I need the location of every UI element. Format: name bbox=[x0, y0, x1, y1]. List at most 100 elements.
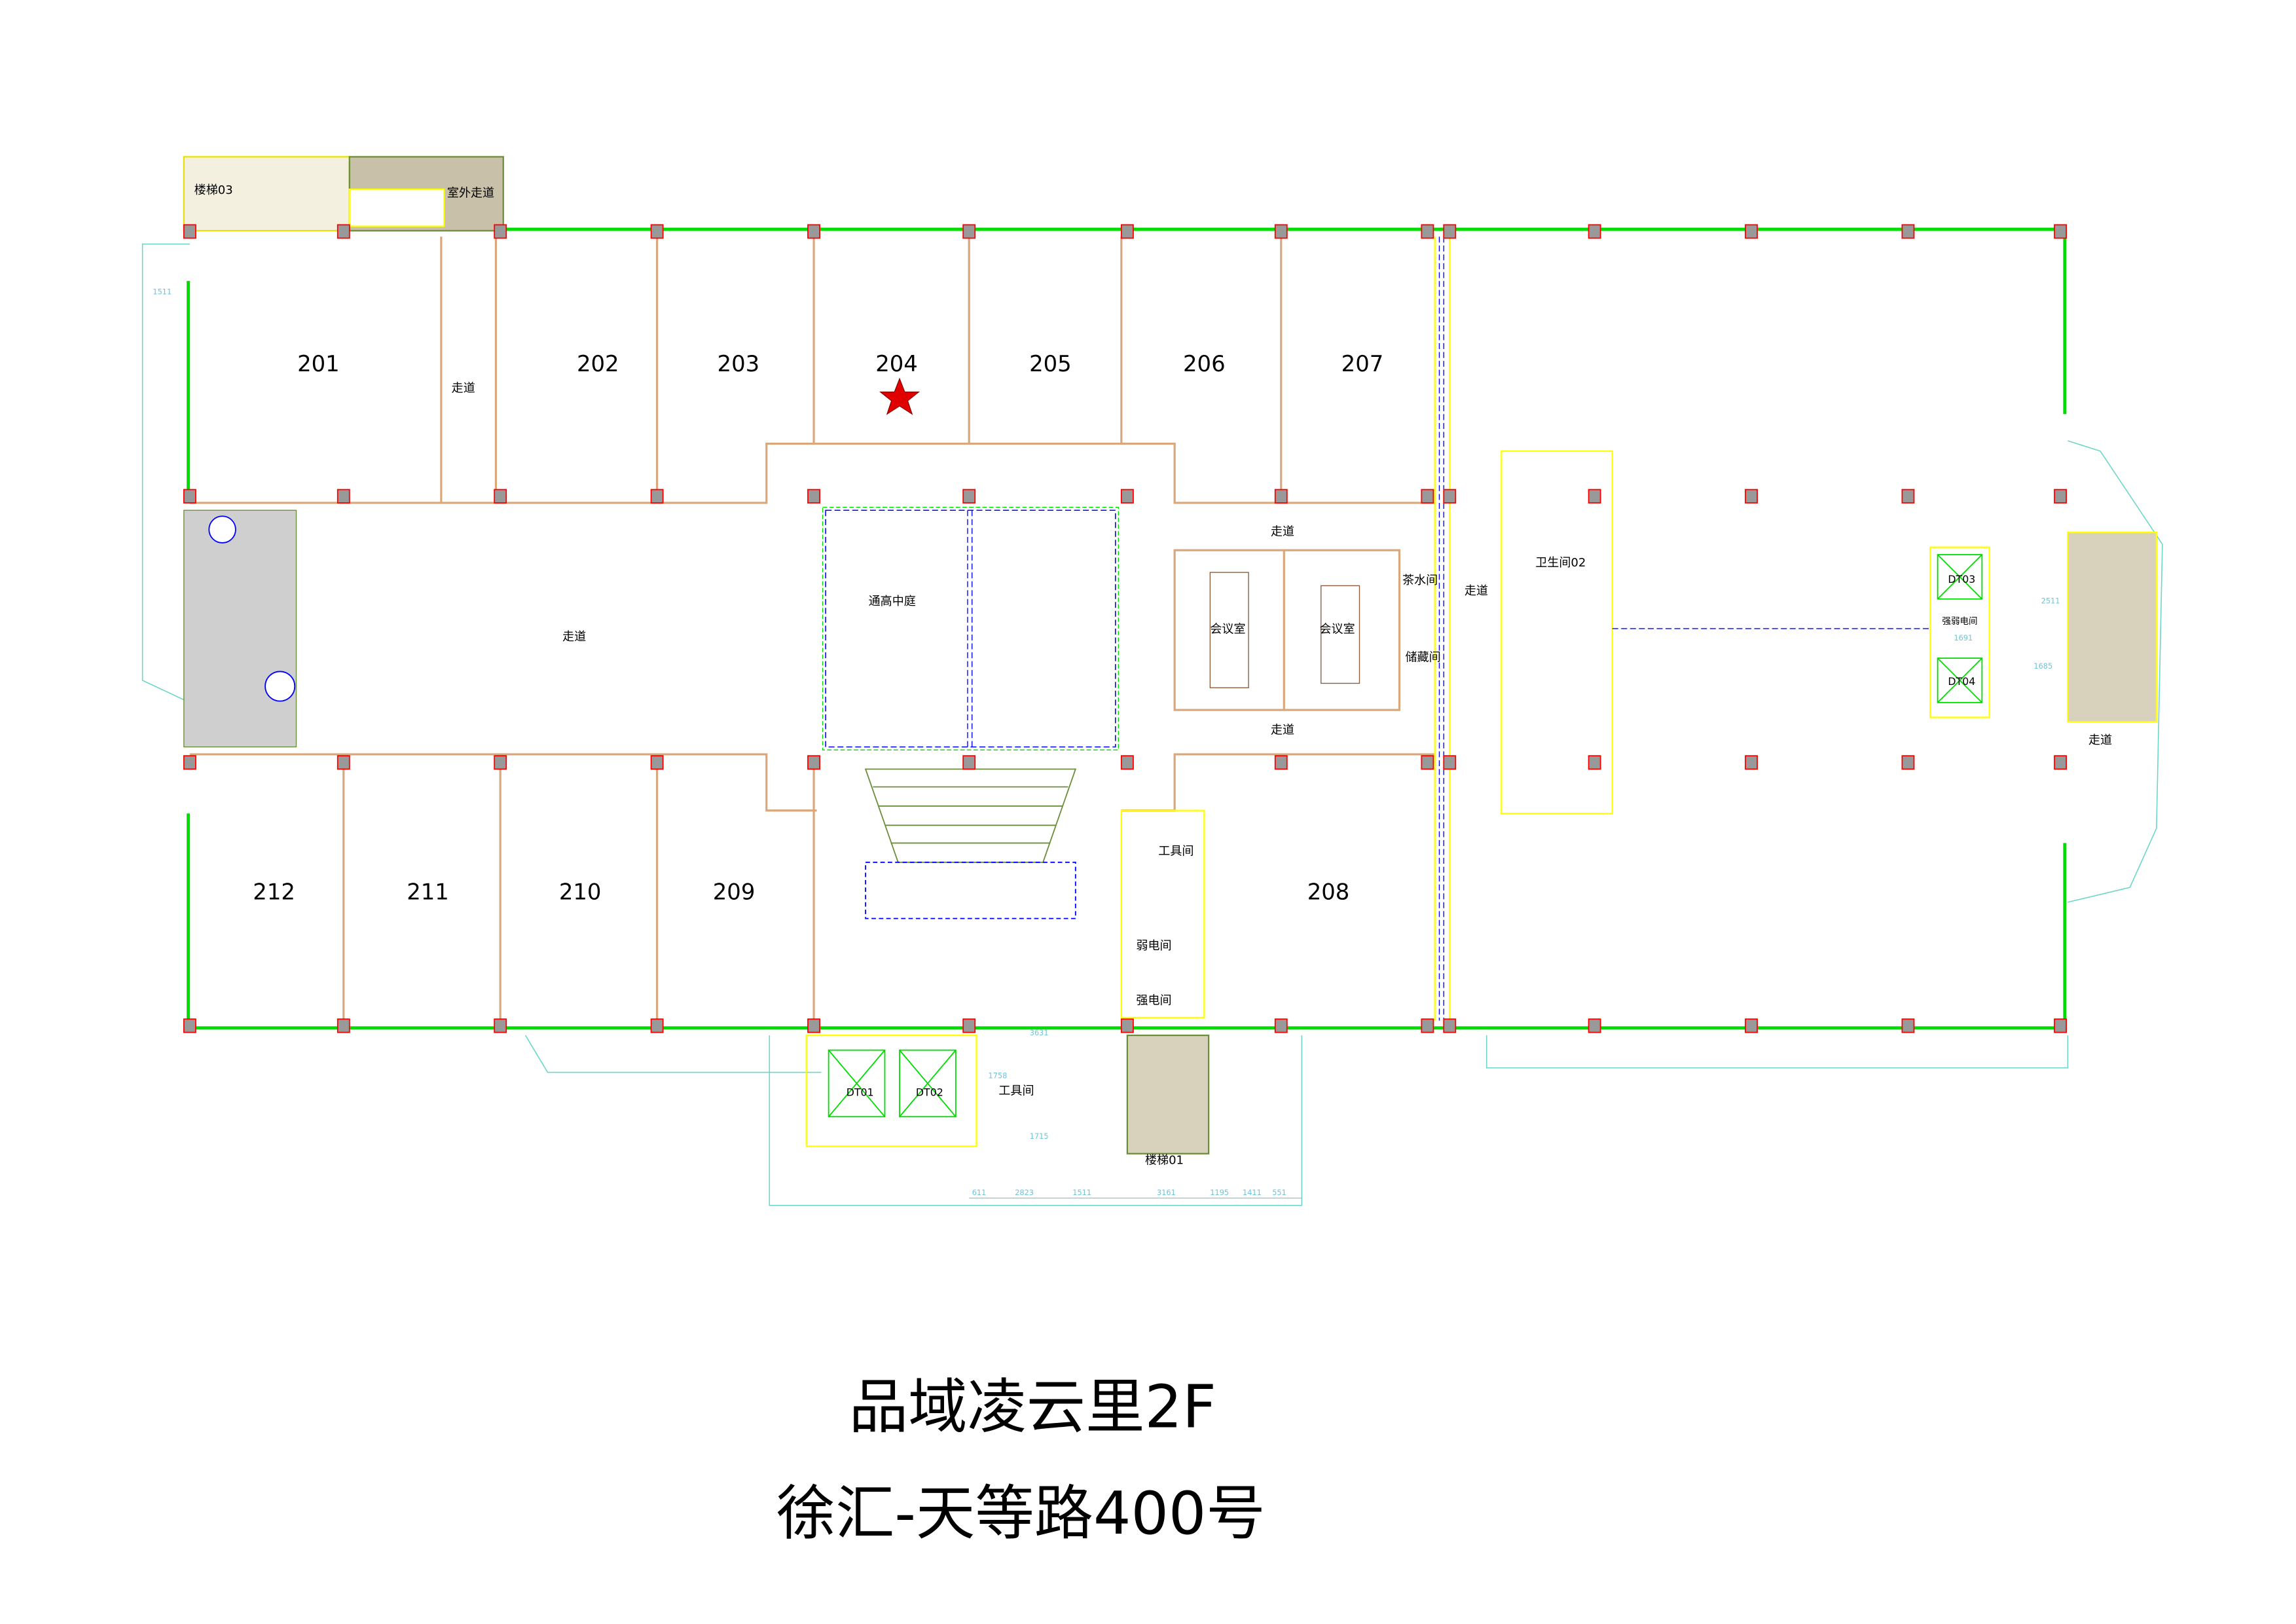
room-209[interactable]: 209 bbox=[713, 879, 756, 904]
structural-column bbox=[650, 224, 664, 239]
structural-column bbox=[1421, 489, 1434, 504]
structural-column bbox=[1421, 1018, 1434, 1033]
elevator-shafts bbox=[828, 554, 1983, 1118]
structural-column bbox=[494, 224, 507, 239]
dimension: 1758 bbox=[989, 1072, 1008, 1080]
structural-column bbox=[1421, 224, 1434, 239]
structural-column bbox=[337, 1018, 350, 1033]
room-204[interactable]: 204 bbox=[875, 351, 918, 377]
structural-column bbox=[650, 755, 664, 770]
label-outdoor-corridor: 室外走道 bbox=[447, 186, 494, 200]
label-corridor: 走道 bbox=[452, 382, 475, 396]
label-corridor: 走道 bbox=[1271, 723, 1294, 737]
dimension: 3161 bbox=[1157, 1189, 1176, 1197]
room-201[interactable]: 201 bbox=[297, 351, 340, 377]
label-meeting-room: 会议室 bbox=[1210, 623, 1245, 637]
structural-column bbox=[962, 489, 976, 504]
structural-column bbox=[1120, 755, 1134, 770]
structural-column bbox=[1588, 489, 1601, 504]
structural-column bbox=[1901, 224, 1915, 239]
dimension-labels: 1511 3161 1195 1411 551 2823 1511 611 17… bbox=[153, 287, 2060, 1199]
label-dt02: DT02 bbox=[916, 1086, 943, 1099]
structural-column bbox=[494, 1018, 507, 1033]
structural-column bbox=[2054, 489, 2068, 504]
structural-column bbox=[1274, 224, 1288, 239]
plan-title: 品域凌云里2F bbox=[849, 1373, 1216, 1442]
structural-column bbox=[1120, 1018, 1134, 1033]
room-labels: 201 202 203 204 205 206 207 208 209 210 … bbox=[253, 351, 1383, 904]
label-toilet02: 卫生间02 bbox=[1535, 556, 1586, 570]
structural-column bbox=[1120, 489, 1134, 504]
dimension: 1685 bbox=[2033, 662, 2052, 671]
label-atrium: 通高中庭 bbox=[869, 595, 916, 608]
stair-03 bbox=[183, 156, 504, 232]
structural-column bbox=[962, 1018, 976, 1033]
stairs-hatched bbox=[183, 509, 2158, 1154]
structural-column bbox=[1443, 1018, 1457, 1033]
dimension: 1511 bbox=[153, 287, 172, 296]
structural-column bbox=[337, 755, 350, 770]
dimension: 1511 bbox=[1072, 1189, 1091, 1197]
structural-column bbox=[1745, 224, 1758, 239]
structural-column bbox=[2054, 1018, 2068, 1033]
structural-column bbox=[1588, 755, 1601, 770]
structural-column bbox=[1443, 224, 1457, 239]
structural-column bbox=[494, 489, 507, 504]
structural-column bbox=[807, 489, 820, 504]
room-207[interactable]: 207 bbox=[1341, 351, 1384, 377]
structural-column bbox=[183, 755, 196, 770]
label-tea-room: 茶水间 bbox=[1402, 574, 1438, 587]
structural-column bbox=[183, 224, 196, 239]
structural-column bbox=[1745, 489, 1758, 504]
structural-column bbox=[1901, 1018, 1915, 1033]
room-203[interactable]: 203 bbox=[718, 351, 760, 377]
interior-walls bbox=[189, 236, 1435, 1028]
structural-column bbox=[1274, 489, 1288, 504]
corridor-center-walls bbox=[805, 236, 1990, 1147]
label-stair03: 楼梯03 bbox=[194, 183, 233, 197]
structural-column bbox=[1588, 1018, 1601, 1033]
dimension: 2823 bbox=[1015, 1189, 1034, 1197]
room-206[interactable]: 206 bbox=[1183, 351, 1226, 377]
label-corridor: 走道 bbox=[562, 630, 586, 644]
structural-column bbox=[1588, 224, 1601, 239]
dimension: 551 bbox=[1272, 1189, 1286, 1197]
area-labels: 楼梯03 室外走道 走道 走道 走道 走道 走道 走道 通高中庭 会议室 会议室… bbox=[194, 183, 2112, 1168]
structural-column bbox=[494, 755, 507, 770]
structural-column bbox=[183, 1018, 196, 1033]
label-strong-weak-elec: 强弱电间 bbox=[1942, 616, 1977, 627]
structural-column bbox=[183, 489, 196, 504]
label-dt03: DT03 bbox=[1948, 573, 1975, 585]
room-205[interactable]: 205 bbox=[1029, 351, 1072, 377]
label-corridor: 走道 bbox=[1465, 584, 1488, 598]
structural-column bbox=[337, 489, 350, 504]
dimension: 3631 bbox=[1030, 1029, 1049, 1037]
room-202[interactable]: 202 bbox=[577, 351, 619, 377]
room-211[interactable]: 211 bbox=[407, 879, 449, 904]
structural-column bbox=[1120, 224, 1134, 239]
label-tool-room: 工具间 bbox=[998, 1084, 1034, 1098]
dimension: 1691 bbox=[1954, 634, 1973, 642]
grid-dash bbox=[1438, 236, 1931, 1021]
structural-column bbox=[807, 224, 820, 239]
label-strong-elec: 强电间 bbox=[1136, 994, 1171, 1008]
room-212[interactable]: 212 bbox=[253, 879, 295, 904]
structural-column bbox=[1745, 755, 1758, 770]
room-208[interactable]: 208 bbox=[1307, 879, 1350, 904]
dimension: 611 bbox=[972, 1189, 987, 1197]
structural-column bbox=[807, 755, 820, 770]
label-corridor: 走道 bbox=[2088, 733, 2112, 747]
dimension: 1715 bbox=[1030, 1132, 1049, 1141]
label-stair01: 楼梯01 bbox=[1145, 1154, 1184, 1168]
label-dt04: DT04 bbox=[1948, 675, 1975, 688]
structural-column bbox=[1274, 1018, 1288, 1033]
label-corridor: 走道 bbox=[1271, 525, 1294, 539]
label-weak-elec: 弱电间 bbox=[1136, 939, 1171, 953]
room-210[interactable]: 210 bbox=[559, 879, 602, 904]
dimension: 1195 bbox=[1210, 1189, 1229, 1197]
structural-column bbox=[962, 755, 976, 770]
location-star-icon bbox=[879, 377, 920, 415]
columns bbox=[183, 224, 2068, 1033]
label-dt01: DT01 bbox=[847, 1086, 874, 1099]
